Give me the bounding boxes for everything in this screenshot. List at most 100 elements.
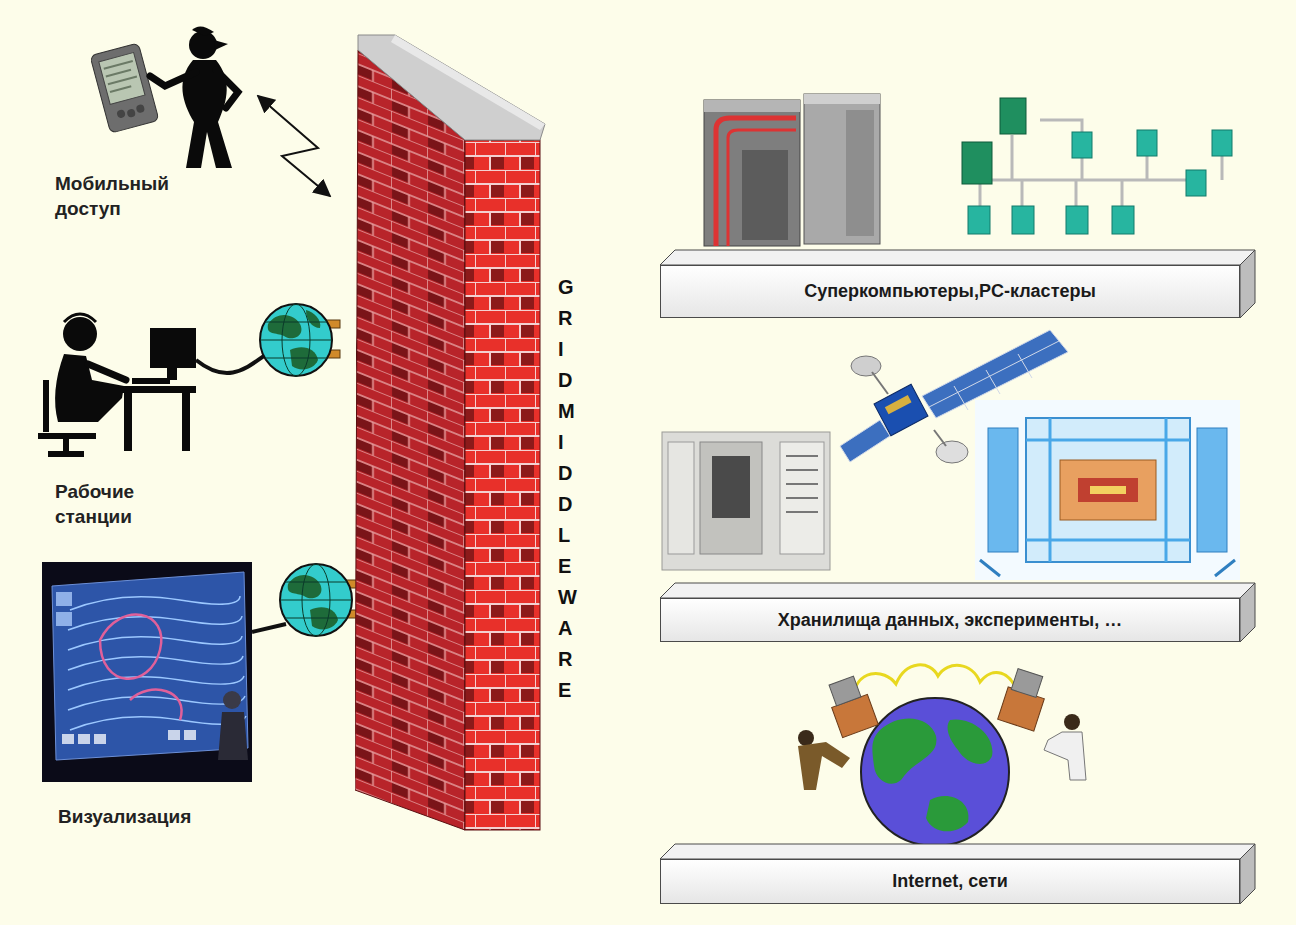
particle-detector [975, 400, 1240, 580]
supercomputer [728, 130, 796, 246]
earth-globe [948, 719, 993, 763]
plug-cable [252, 624, 286, 632]
visualization-photo [42, 562, 252, 782]
visualization-photo [94, 734, 106, 744]
brick-wall [465, 140, 540, 830]
supercomputer [804, 94, 880, 244]
pda-device [135, 104, 145, 114]
particle-detector [1026, 418, 1190, 562]
satellite [936, 441, 968, 463]
supercomputer [704, 100, 800, 246]
wireless-link [258, 96, 330, 196]
satellite [934, 430, 946, 446]
resource-shelf: Суперкомпьютеры,PC-кластеры [660, 265, 1240, 318]
person-silhouette [192, 26, 214, 36]
visualization-photo [100, 615, 182, 720]
particle-detector [980, 560, 1235, 576]
pc-cluster [1000, 98, 1026, 134]
satellite [872, 372, 888, 394]
plug-globe [280, 582, 352, 618]
workstation-user [116, 386, 196, 393]
person-silhouette [150, 26, 238, 168]
plug-globe [306, 310, 320, 328]
pc-cluster [1112, 206, 1134, 234]
network-wire [852, 665, 1018, 700]
visualization-photo [184, 730, 196, 740]
visualization-photo [168, 730, 180, 740]
pc-cluster [968, 130, 1232, 234]
shelf-label: Хранилища данных, эксперименты, … [778, 610, 1123, 631]
earth-globe [872, 719, 936, 784]
workstation-user [182, 393, 190, 451]
pda-device [126, 108, 136, 118]
middleware-label: GRID MIDDLEWARE [558, 272, 580, 706]
plug-globe [280, 564, 360, 636]
supercomputer [704, 94, 880, 246]
plug-globe [260, 322, 332, 358]
storage-system [786, 456, 818, 512]
satellite [874, 384, 928, 436]
shelf-top [660, 583, 1255, 598]
visualization-photo [42, 562, 252, 782]
earth-globe [861, 698, 1009, 846]
satellite [851, 356, 881, 376]
brick-wall [391, 35, 545, 130]
workstation-user [63, 317, 97, 351]
pc-cluster [1212, 130, 1232, 156]
storage-system [662, 432, 830, 570]
network-user [798, 742, 850, 790]
network-user [1044, 732, 1086, 780]
workstation-user [88, 364, 126, 380]
person-silhouette [216, 70, 238, 108]
pc-cluster [962, 98, 1232, 234]
pda-device [90, 43, 159, 133]
visualization-photo [56, 612, 72, 626]
supercomputer [704, 100, 800, 112]
visualization-photo [218, 712, 248, 760]
pda-device [90, 43, 159, 133]
network-user [1064, 714, 1080, 730]
storage-system [662, 432, 830, 570]
person-silhouette [150, 72, 196, 86]
earth-globe [926, 796, 968, 831]
device-label: Мобильный доступ [55, 172, 205, 221]
pc-cluster [1072, 132, 1092, 158]
workstation-user [150, 328, 196, 368]
plug-globe [280, 564, 352, 636]
person-silhouette [214, 40, 228, 50]
person-silhouette [189, 31, 217, 59]
visualization-photo [56, 592, 72, 606]
visualization-photo [52, 572, 248, 760]
plug-globe [260, 304, 340, 376]
workstation-user [132, 378, 170, 384]
plug-cable [196, 356, 264, 373]
network-user [798, 669, 1086, 790]
network-user [829, 676, 861, 706]
supercomputer [716, 118, 796, 246]
particle-detector [1026, 418, 1190, 562]
visualization-photo [223, 691, 241, 709]
particle-detector [975, 400, 1240, 580]
pc-cluster [962, 98, 1026, 184]
brick-wall [355, 50, 465, 830]
storage-system [668, 442, 694, 554]
satellite [885, 395, 912, 414]
shelf-top [660, 844, 1255, 859]
particle-detector [1060, 460, 1156, 520]
network-user [1011, 669, 1043, 698]
resource-shelf: Internet, сети [660, 859, 1240, 904]
workstation-user [64, 314, 96, 322]
pc-cluster [1012, 206, 1034, 234]
storage-system [780, 442, 824, 554]
storage-system [712, 456, 750, 518]
resource-shelf: Хранилища данных, эксперименты, … [660, 598, 1240, 642]
earth-globe [861, 698, 1009, 846]
shelf-side [1240, 250, 1255, 318]
workstation-user [38, 380, 96, 454]
pc-cluster [962, 142, 992, 184]
middleware-wall: GRID MIDDLEWARE [355, 30, 595, 835]
shelf-side [1240, 844, 1255, 904]
